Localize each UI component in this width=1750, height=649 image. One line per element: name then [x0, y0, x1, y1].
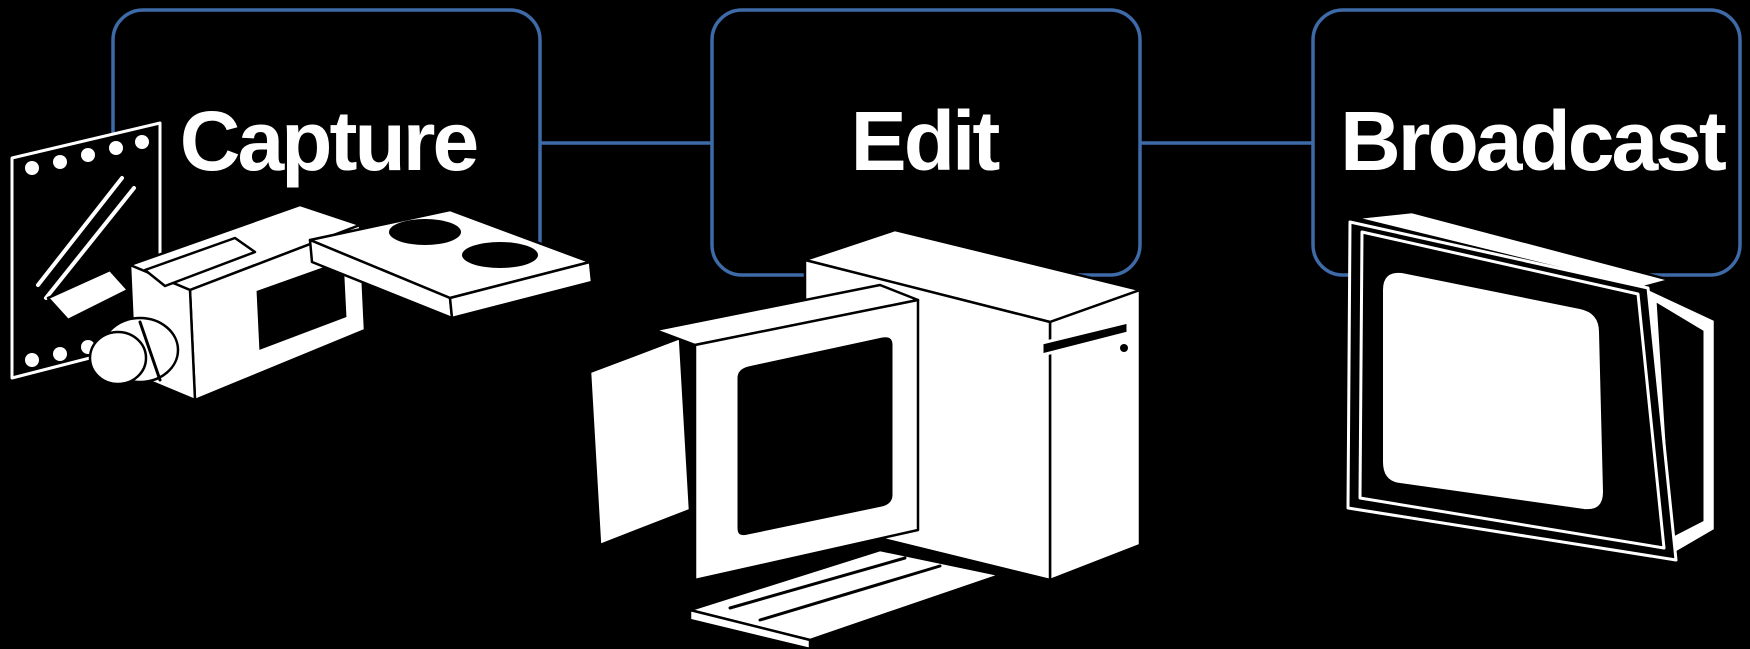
desktop-computer-icon	[590, 230, 1140, 649]
stage-label-edit: Edit	[851, 94, 1000, 188]
stage-label-broadcast: Broadcast	[1340, 94, 1726, 188]
stage-label-capture: Capture	[180, 94, 477, 188]
